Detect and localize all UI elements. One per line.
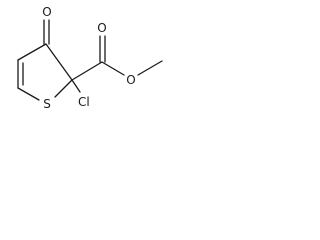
ketone-oxygen-label: O — [42, 5, 51, 19]
chlorine-label: Cl — [78, 95, 90, 109]
ketone-group: O — [42, 5, 52, 45]
bond-oester-methyl — [137, 60, 163, 76]
bond-c2-ccarbonyl — [71, 61, 103, 81]
ester-oxygen-label: O — [126, 73, 135, 87]
bond-c2-c3 — [45, 43, 73, 81]
bond-c2-cl — [71, 79, 81, 93]
ester-carbonyl-oxygen-label: O — [97, 21, 106, 35]
bond-c5-s — [17, 87, 40, 101]
bond-s-c2 — [54, 79, 73, 98]
chemical-structure: O Cl O O S — [17, 5, 163, 111]
thiophenone-ring — [17, 43, 73, 101]
bond-ccarbonyl-oester — [101, 61, 125, 76]
bond-c3-c4 — [17, 43, 47, 61]
methyl-ester-group: O O — [71, 21, 163, 87]
sulfur-label: S — [43, 97, 51, 111]
chloro-substituent: Cl — [71, 79, 90, 109]
